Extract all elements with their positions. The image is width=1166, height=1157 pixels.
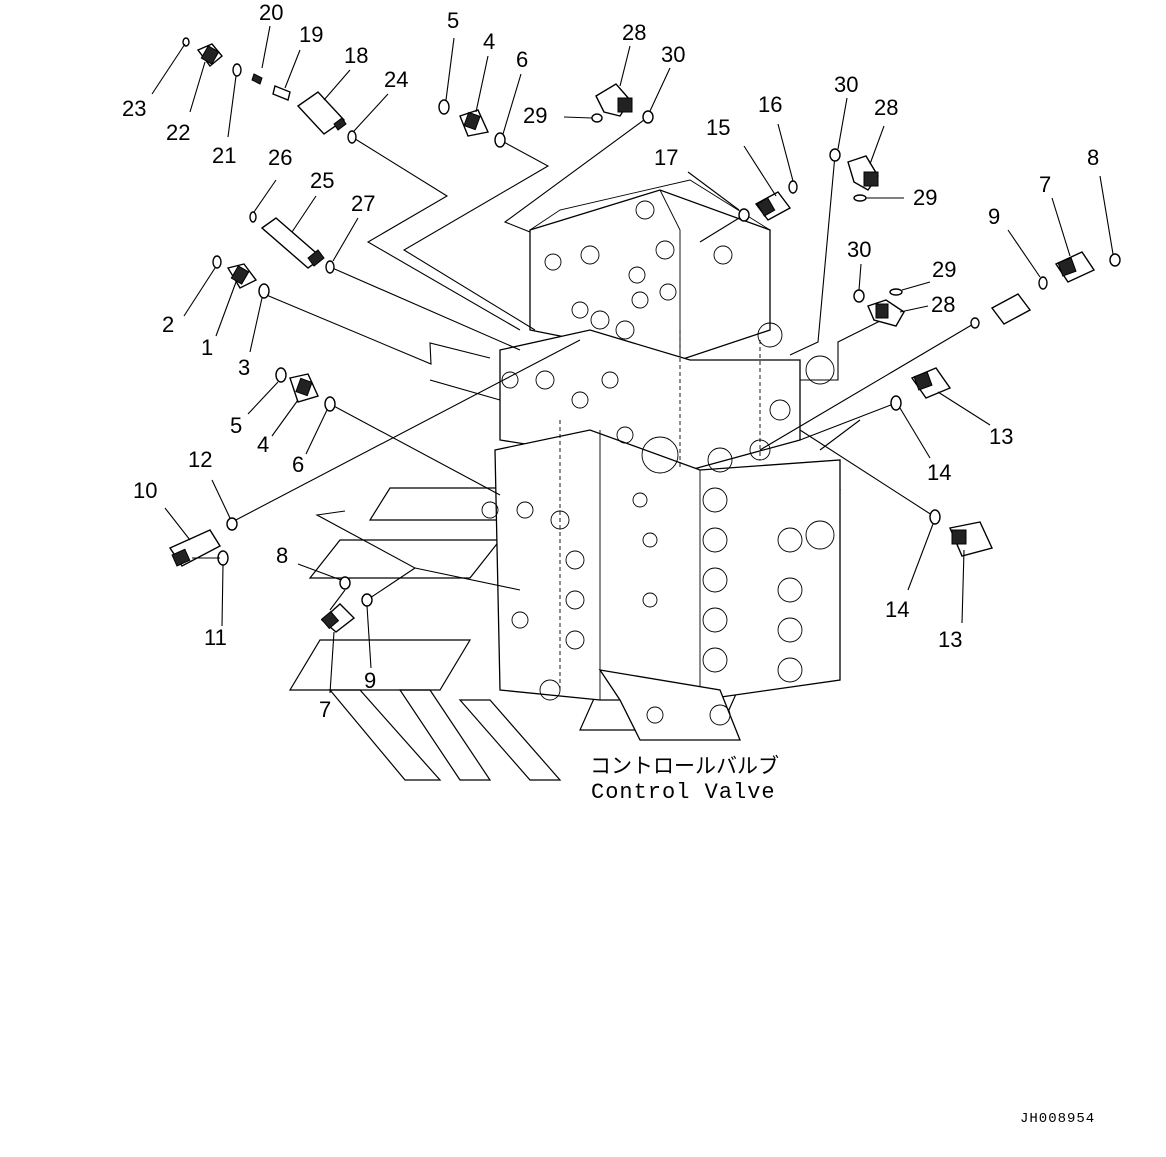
callout-26: 26 bbox=[268, 145, 292, 170]
part-29-oring-mid-right bbox=[889, 281, 931, 296]
part-21-oring bbox=[227, 63, 242, 138]
callout-27: 27 bbox=[351, 191, 375, 216]
callout-5-left: 5 bbox=[230, 413, 242, 438]
callout-9-right: 9 bbox=[988, 204, 1000, 229]
part-30-oring-top bbox=[642, 67, 671, 124]
callout-6-left: 6 bbox=[292, 452, 304, 477]
part-6-oring-top bbox=[494, 73, 522, 148]
part-plug-right bbox=[970, 293, 1032, 329]
callout-11: 11 bbox=[204, 625, 227, 650]
callout-21: 21 bbox=[212, 143, 236, 168]
part-7-plug-lower bbox=[320, 589, 356, 694]
part-8-oring-lower bbox=[297, 563, 351, 590]
callout-29-top: 29 bbox=[523, 103, 547, 128]
callout-30-top: 30 bbox=[661, 42, 685, 67]
part-3-oring bbox=[249, 283, 270, 353]
callout-9-lower: 9 bbox=[364, 668, 376, 693]
callout-24: 24 bbox=[384, 67, 408, 92]
callout-6-top: 6 bbox=[516, 47, 528, 72]
callout-28-top: 28 bbox=[622, 20, 646, 45]
callout-29-mid-right: 29 bbox=[932, 257, 956, 282]
callout-30-right: 30 bbox=[834, 72, 858, 97]
part-14-oring-lower bbox=[907, 509, 941, 591]
part-12-oring bbox=[211, 479, 238, 531]
assembly-label-japanese: コントロールバルブ bbox=[590, 755, 779, 780]
part-19-poppet bbox=[272, 49, 301, 101]
part-29-oring-top bbox=[563, 113, 603, 123]
control-valve-body bbox=[481, 179, 841, 741]
callout-2: 2 bbox=[162, 312, 174, 337]
part-29-oring-right-upper bbox=[853, 194, 904, 202]
callout-19: 19 bbox=[299, 22, 323, 47]
part-22-fitting bbox=[189, 43, 223, 113]
part-2-oring bbox=[183, 255, 222, 317]
part-20-spring bbox=[251, 25, 271, 85]
part-6-oring-left bbox=[305, 396, 336, 455]
callout-8-lower: 8 bbox=[276, 543, 288, 568]
leader-lines bbox=[231, 116, 976, 601]
part-28-elbow-top bbox=[595, 45, 633, 117]
part-1-fitting bbox=[215, 263, 258, 337]
part-30-oring-right bbox=[829, 97, 848, 162]
part-9-oring-lower bbox=[361, 593, 373, 669]
callout-14-lower: 14 bbox=[885, 597, 909, 622]
part-23-oring bbox=[151, 37, 190, 95]
part-27-oring bbox=[325, 217, 359, 274]
part-28-elbow-right-upper bbox=[847, 125, 885, 191]
callout-18: 18 bbox=[344, 43, 368, 68]
part-5-oring-top bbox=[438, 37, 455, 115]
part-25-valve bbox=[260, 195, 325, 269]
part-11-oring bbox=[192, 550, 229, 627]
part-4-fitting-top bbox=[459, 55, 490, 137]
callout-10: 10 bbox=[133, 478, 157, 503]
part-24-oring bbox=[347, 93, 389, 144]
callout-1: 1 bbox=[201, 335, 213, 360]
callout-28-mid-right: 28 bbox=[931, 292, 955, 317]
part-7-plug-right bbox=[1051, 197, 1096, 283]
callout-15: 15 bbox=[706, 115, 730, 140]
callout-14-upper: 14 bbox=[927, 460, 951, 485]
part-30-oring-mid-right bbox=[853, 263, 865, 303]
part-4-fitting-left bbox=[271, 373, 319, 437]
part-16-oring bbox=[777, 123, 798, 194]
part-10-valve bbox=[164, 507, 221, 567]
part-15-fitting bbox=[743, 145, 792, 221]
callout-23: 23 bbox=[122, 96, 146, 121]
part-26-oring bbox=[249, 179, 277, 223]
callout-7-right: 7 bbox=[1039, 172, 1051, 197]
callout-7-lower: 7 bbox=[319, 697, 331, 722]
assembly-label-english: Control Valve bbox=[591, 780, 776, 805]
callout-4-left: 4 bbox=[257, 432, 269, 457]
callout-22: 22 bbox=[166, 120, 190, 145]
part-8-oring-right bbox=[1099, 175, 1121, 267]
part-9-oring-right bbox=[1007, 229, 1048, 290]
callout-29-right-upper: 29 bbox=[913, 185, 937, 210]
callout-16: 16 bbox=[758, 92, 782, 117]
part-13-sensor-lower bbox=[949, 521, 993, 624]
part-13-sensor-upper bbox=[910, 367, 991, 426]
callout-28-right-upper: 28 bbox=[874, 95, 898, 120]
part-14-oring-upper bbox=[890, 395, 931, 459]
callout-13-upper: 13 bbox=[989, 424, 1013, 449]
part-5-oring-left bbox=[247, 367, 287, 415]
callout-5-top: 5 bbox=[447, 8, 459, 33]
callout-3: 3 bbox=[238, 355, 250, 380]
callout-12: 12 bbox=[188, 447, 212, 472]
callout-17: 17 bbox=[654, 145, 678, 170]
drawing-code: JH008954 bbox=[1020, 1111, 1095, 1127]
callout-25: 25 bbox=[310, 168, 334, 193]
callout-labels: 20 19 18 24 23 22 21 26 25 27 2 1 3 5 4 … bbox=[122, 0, 1099, 722]
callout-8-right: 8 bbox=[1087, 145, 1099, 170]
callout-4-top: 4 bbox=[483, 29, 495, 54]
part-18-plug bbox=[296, 69, 351, 135]
callout-13-lower: 13 bbox=[938, 627, 962, 652]
callout-20: 20 bbox=[259, 0, 283, 25]
callout-30-mid-right: 30 bbox=[847, 237, 871, 262]
part-17-oring bbox=[687, 171, 750, 222]
part-28-elbow-mid-right bbox=[867, 299, 929, 327]
